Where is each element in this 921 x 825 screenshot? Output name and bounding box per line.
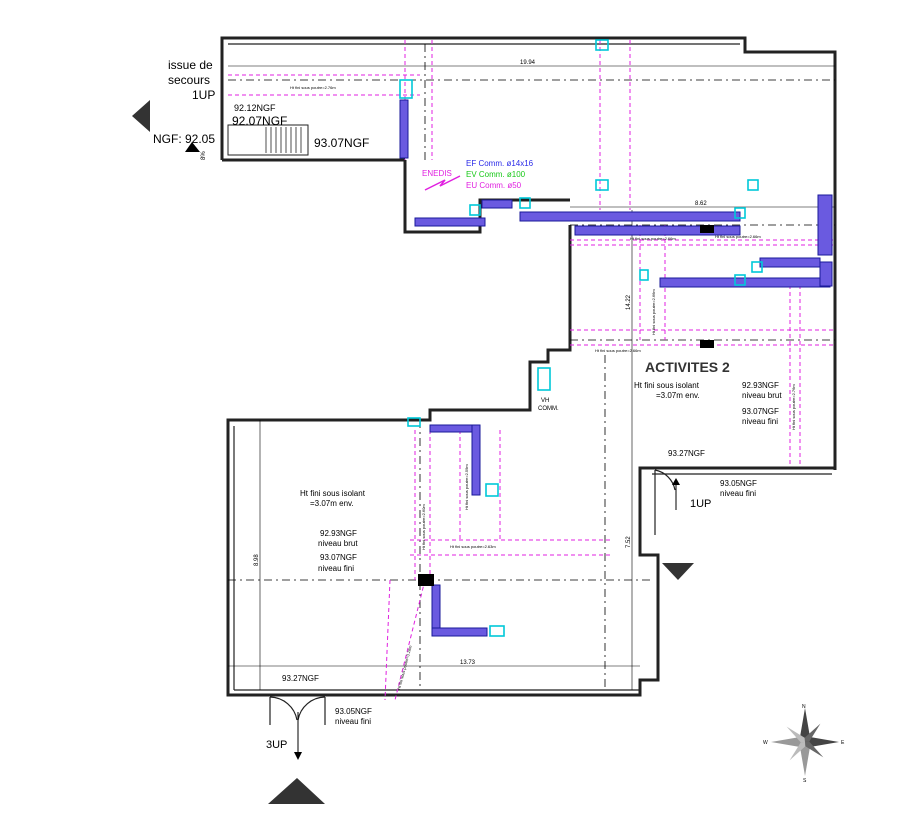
right-brut-val: 92.93NGF — [742, 381, 779, 390]
ngf-92-05: NGF: 92.05 — [153, 132, 215, 146]
beam-4: Ht fini sous poutre=2.66m — [595, 348, 641, 353]
top-percent: 8% — [201, 151, 207, 160]
beam-3: Ht fini sous poutre=2.66m — [715, 234, 761, 239]
dim-7-52: 7.52 — [626, 536, 632, 548]
enedis-label: ENEDIS — [422, 169, 452, 178]
beam-lines — [228, 40, 835, 701]
level-marker — [185, 142, 200, 152]
dim-8-98: 8.98 — [254, 554, 260, 566]
dimension-lines — [228, 65, 835, 690]
right-brut-lbl: niveau brut — [742, 391, 782, 400]
compass-s: S — [803, 778, 807, 784]
doors — [269, 469, 680, 760]
level-92-12: 92.12NGF — [234, 103, 276, 113]
beam-10: Ht fini sous poutre=3.16m — [396, 644, 413, 690]
emergency-up: 1UP — [192, 88, 215, 102]
level-92-07: 92.07NGF — [232, 114, 287, 128]
eu-label: EU Comm. ø50 — [466, 181, 522, 190]
beam-9: Ht fini sous poutre=2.60m — [421, 504, 426, 550]
vh-label-2: COMM. — [538, 406, 559, 412]
dim-13-73: 13.73 — [460, 660, 476, 666]
right-entry-fini-val: 93.05NGF — [720, 479, 757, 488]
riser-symbols — [399, 39, 763, 637]
right-entry-level: 93.27NGF — [668, 449, 705, 458]
ef-label: EF Comm. ø14x16 — [466, 159, 534, 168]
beam-2: Ht fini sous poutre=2.66m — [630, 236, 676, 241]
left-entry-fini-lbl: niveau fini — [335, 717, 371, 726]
left-fini-lbl: niveau fini — [318, 564, 354, 573]
left-entry-fini-val: 93.05NGF — [335, 707, 372, 716]
building-walls — [220, 36, 837, 697]
left-ht-1: Ht fini sous isolant — [300, 489, 366, 498]
beam-6: Ht fini sous poutre=2.66m — [651, 289, 656, 335]
right-ht-2: =3.07m env. — [656, 391, 700, 400]
right-entry-fini-lbl: niveau fini — [720, 489, 756, 498]
enedis-lightning-icon — [424, 175, 461, 191]
left-entry-up: 3UP — [266, 739, 287, 751]
stairs-top-left — [227, 124, 309, 156]
entrance-arrow-right — [662, 563, 694, 580]
left-entry-level: 93.27NGF — [282, 674, 319, 683]
beam-8: Ht fini sous poutre=2.59m — [464, 464, 469, 510]
emergency-label-1: issue de — [168, 58, 213, 72]
emergency-label-2: secours — [168, 73, 210, 87]
ducts — [399, 99, 833, 637]
level-93-07-top: 93.07NGF — [314, 136, 369, 150]
dim-8-62: 8.62 — [695, 201, 707, 207]
zone-title: ACTIVITES 2 — [645, 359, 730, 375]
beam-1: Ht fini sous poutre=2.76m — [290, 85, 336, 90]
vh-label-1: VH — [541, 398, 549, 404]
left-brut-lbl: niveau brut — [318, 539, 358, 548]
dim-19-94: 19.94 — [520, 60, 536, 66]
entrance-arrow-left — [132, 100, 150, 132]
dim-14-22: 14.22 — [626, 294, 632, 310]
left-fini-val: 93.07NGF — [320, 553, 357, 562]
beam-7: Ht fini sous poutre=2.76m — [791, 384, 796, 430]
right-fini-lbl: niveau fini — [742, 417, 778, 426]
left-brut-val: 92.93NGF — [320, 529, 357, 538]
ev-label: EV Comm. ø100 — [466, 170, 526, 179]
entrance-arrow-bottom — [268, 778, 325, 804]
left-ht-2: =3.07m env. — [310, 499, 354, 508]
compass-n: N — [802, 704, 806, 710]
compass-rose: N S E W — [763, 704, 845, 784]
compass-w: W — [763, 740, 768, 746]
right-entry-up: 1UP — [690, 498, 711, 510]
compass-e: E — [841, 740, 845, 746]
beam-5: Ht fini sous poutre=2.63m — [450, 544, 496, 549]
right-ht-1: Ht fini sous isolant — [634, 381, 700, 390]
right-fini-val: 93.07NGF — [742, 407, 779, 416]
